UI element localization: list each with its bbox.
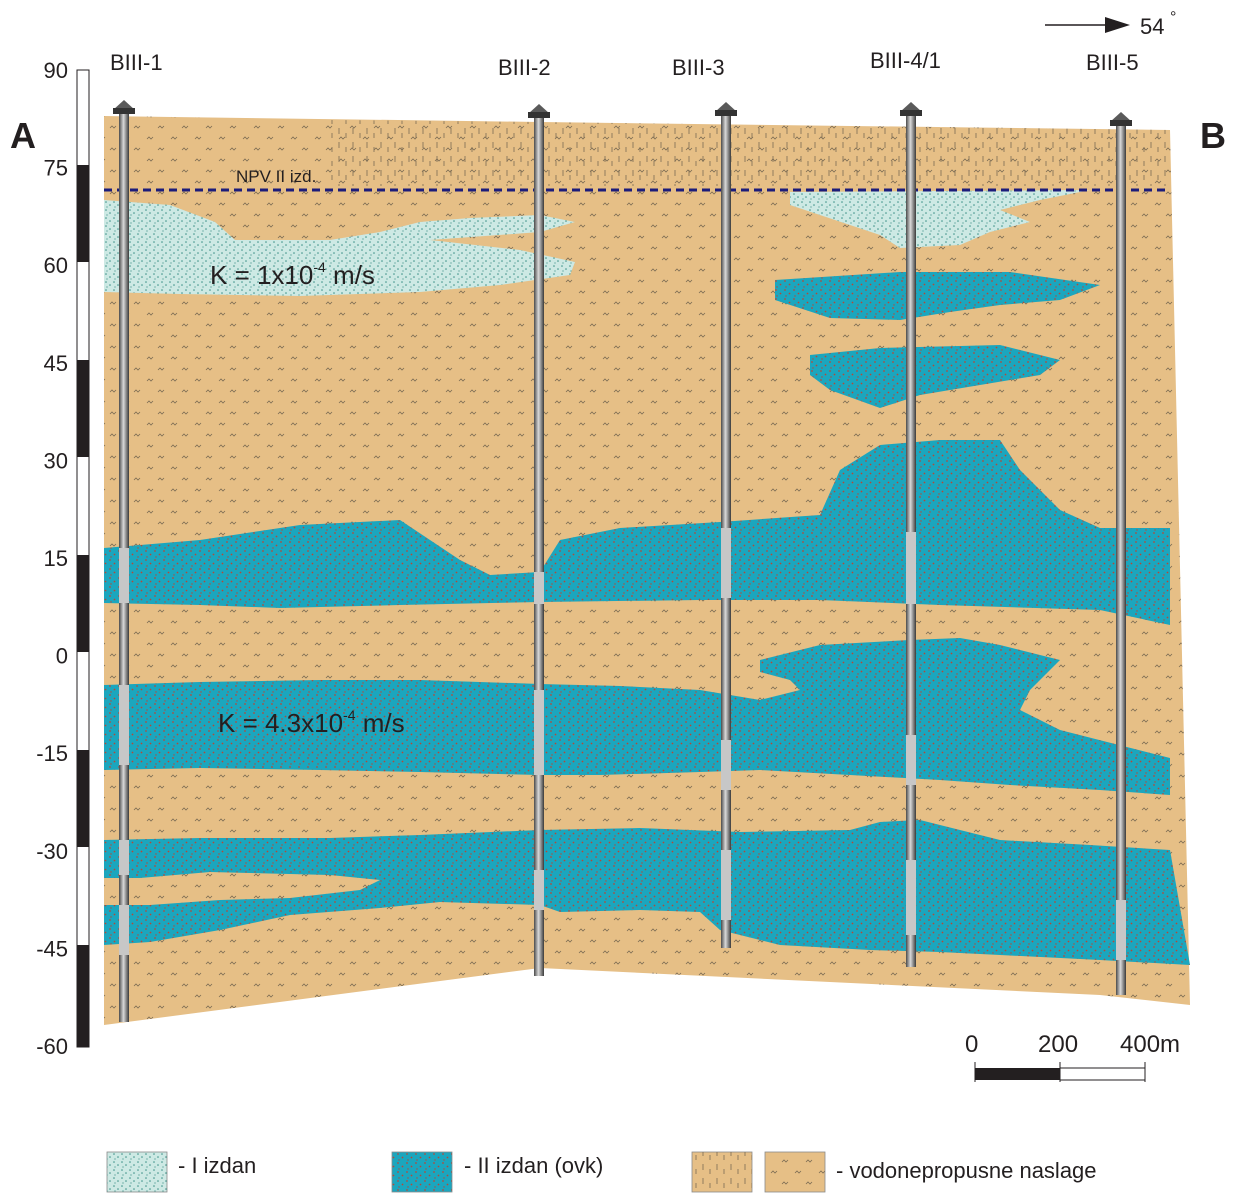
water-level-label: NPV II izd. <box>236 167 316 186</box>
well-label-biii-2: BIII-2 <box>498 55 551 80</box>
well-label-biii-1: BIII-1 <box>110 50 163 75</box>
elevation-axis <box>76 69 90 1048</box>
aquifer-1-lens-east-dots <box>790 190 1090 248</box>
direction-arrow-icon <box>1045 17 1130 33</box>
well-biii-1 <box>113 100 135 1022</box>
axis-tick-label: 30 <box>44 448 68 473</box>
aquifer-2-layers-dots <box>104 272 1190 965</box>
well-label-biii-5: BIII-5 <box>1086 50 1139 75</box>
legend-label-impermeable: - vodonepropusne naslage <box>836 1158 1097 1183</box>
well-pipes <box>113 100 1132 1022</box>
axis-tick-label: 45 <box>44 351 68 376</box>
axis-tick-label: -45 <box>36 936 68 961</box>
axis-tick-label: -60 <box>36 1034 68 1059</box>
axis-tick-label: 75 <box>44 156 68 181</box>
legend-label-aquifer-1: - I izdan <box>178 1153 256 1178</box>
impermeable-top-dashes <box>330 120 1170 186</box>
legend-swatch-aquifer-2 <box>391 1151 453 1193</box>
section-start-label: A <box>10 115 36 156</box>
legend: - I izdan - II izdan (ovk) - vodonepropu… <box>106 1151 1097 1193</box>
axis-tick-label: 90 <box>44 58 68 83</box>
axis-tick-label: 0 <box>56 644 68 669</box>
axis-tick-label: 15 <box>44 546 68 571</box>
axis-tick-label: 60 <box>44 253 68 278</box>
k-value-upper: K = 1x10-4 m/s <box>210 259 375 290</box>
scale-label-200: 200 <box>1038 1031 1078 1058</box>
section-end-label: B <box>1200 115 1226 156</box>
axis-tick-label: -15 <box>36 741 68 766</box>
legend-swatch-impermeable-dashed <box>691 1151 753 1193</box>
well-biii-3 <box>715 102 737 948</box>
well-biii-2 <box>528 104 550 976</box>
well-label-biii-4-1: BIII-4/1 <box>870 48 941 73</box>
direction-label: 54 <box>1140 14 1164 39</box>
k-value-lower: K = 4.3x10-4 m/s <box>218 707 405 738</box>
legend-swatch-aquifer-1 <box>106 1151 168 1193</box>
scale-label-400: 400m <box>1120 1031 1180 1058</box>
scale-bar <box>974 1062 1146 1082</box>
aquifer-1-lens-west-dots <box>104 200 575 296</box>
scale-label-0: 0 <box>965 1031 978 1058</box>
well-biii-4-1 <box>900 102 922 967</box>
elevation-axis-labels: 90 75 60 45 30 15 0 -15 -30 -45 -60 <box>36 58 68 1059</box>
well-biii-5 <box>1110 112 1132 995</box>
legend-label-aquifer-2: - II izdan (ovk) <box>464 1153 603 1178</box>
legend-swatch-impermeable-wavy <box>764 1151 826 1193</box>
axis-tick-label: -30 <box>36 839 68 864</box>
direction-degree-sign: ° <box>1170 9 1176 26</box>
well-label-biii-3: BIII-3 <box>672 55 725 80</box>
